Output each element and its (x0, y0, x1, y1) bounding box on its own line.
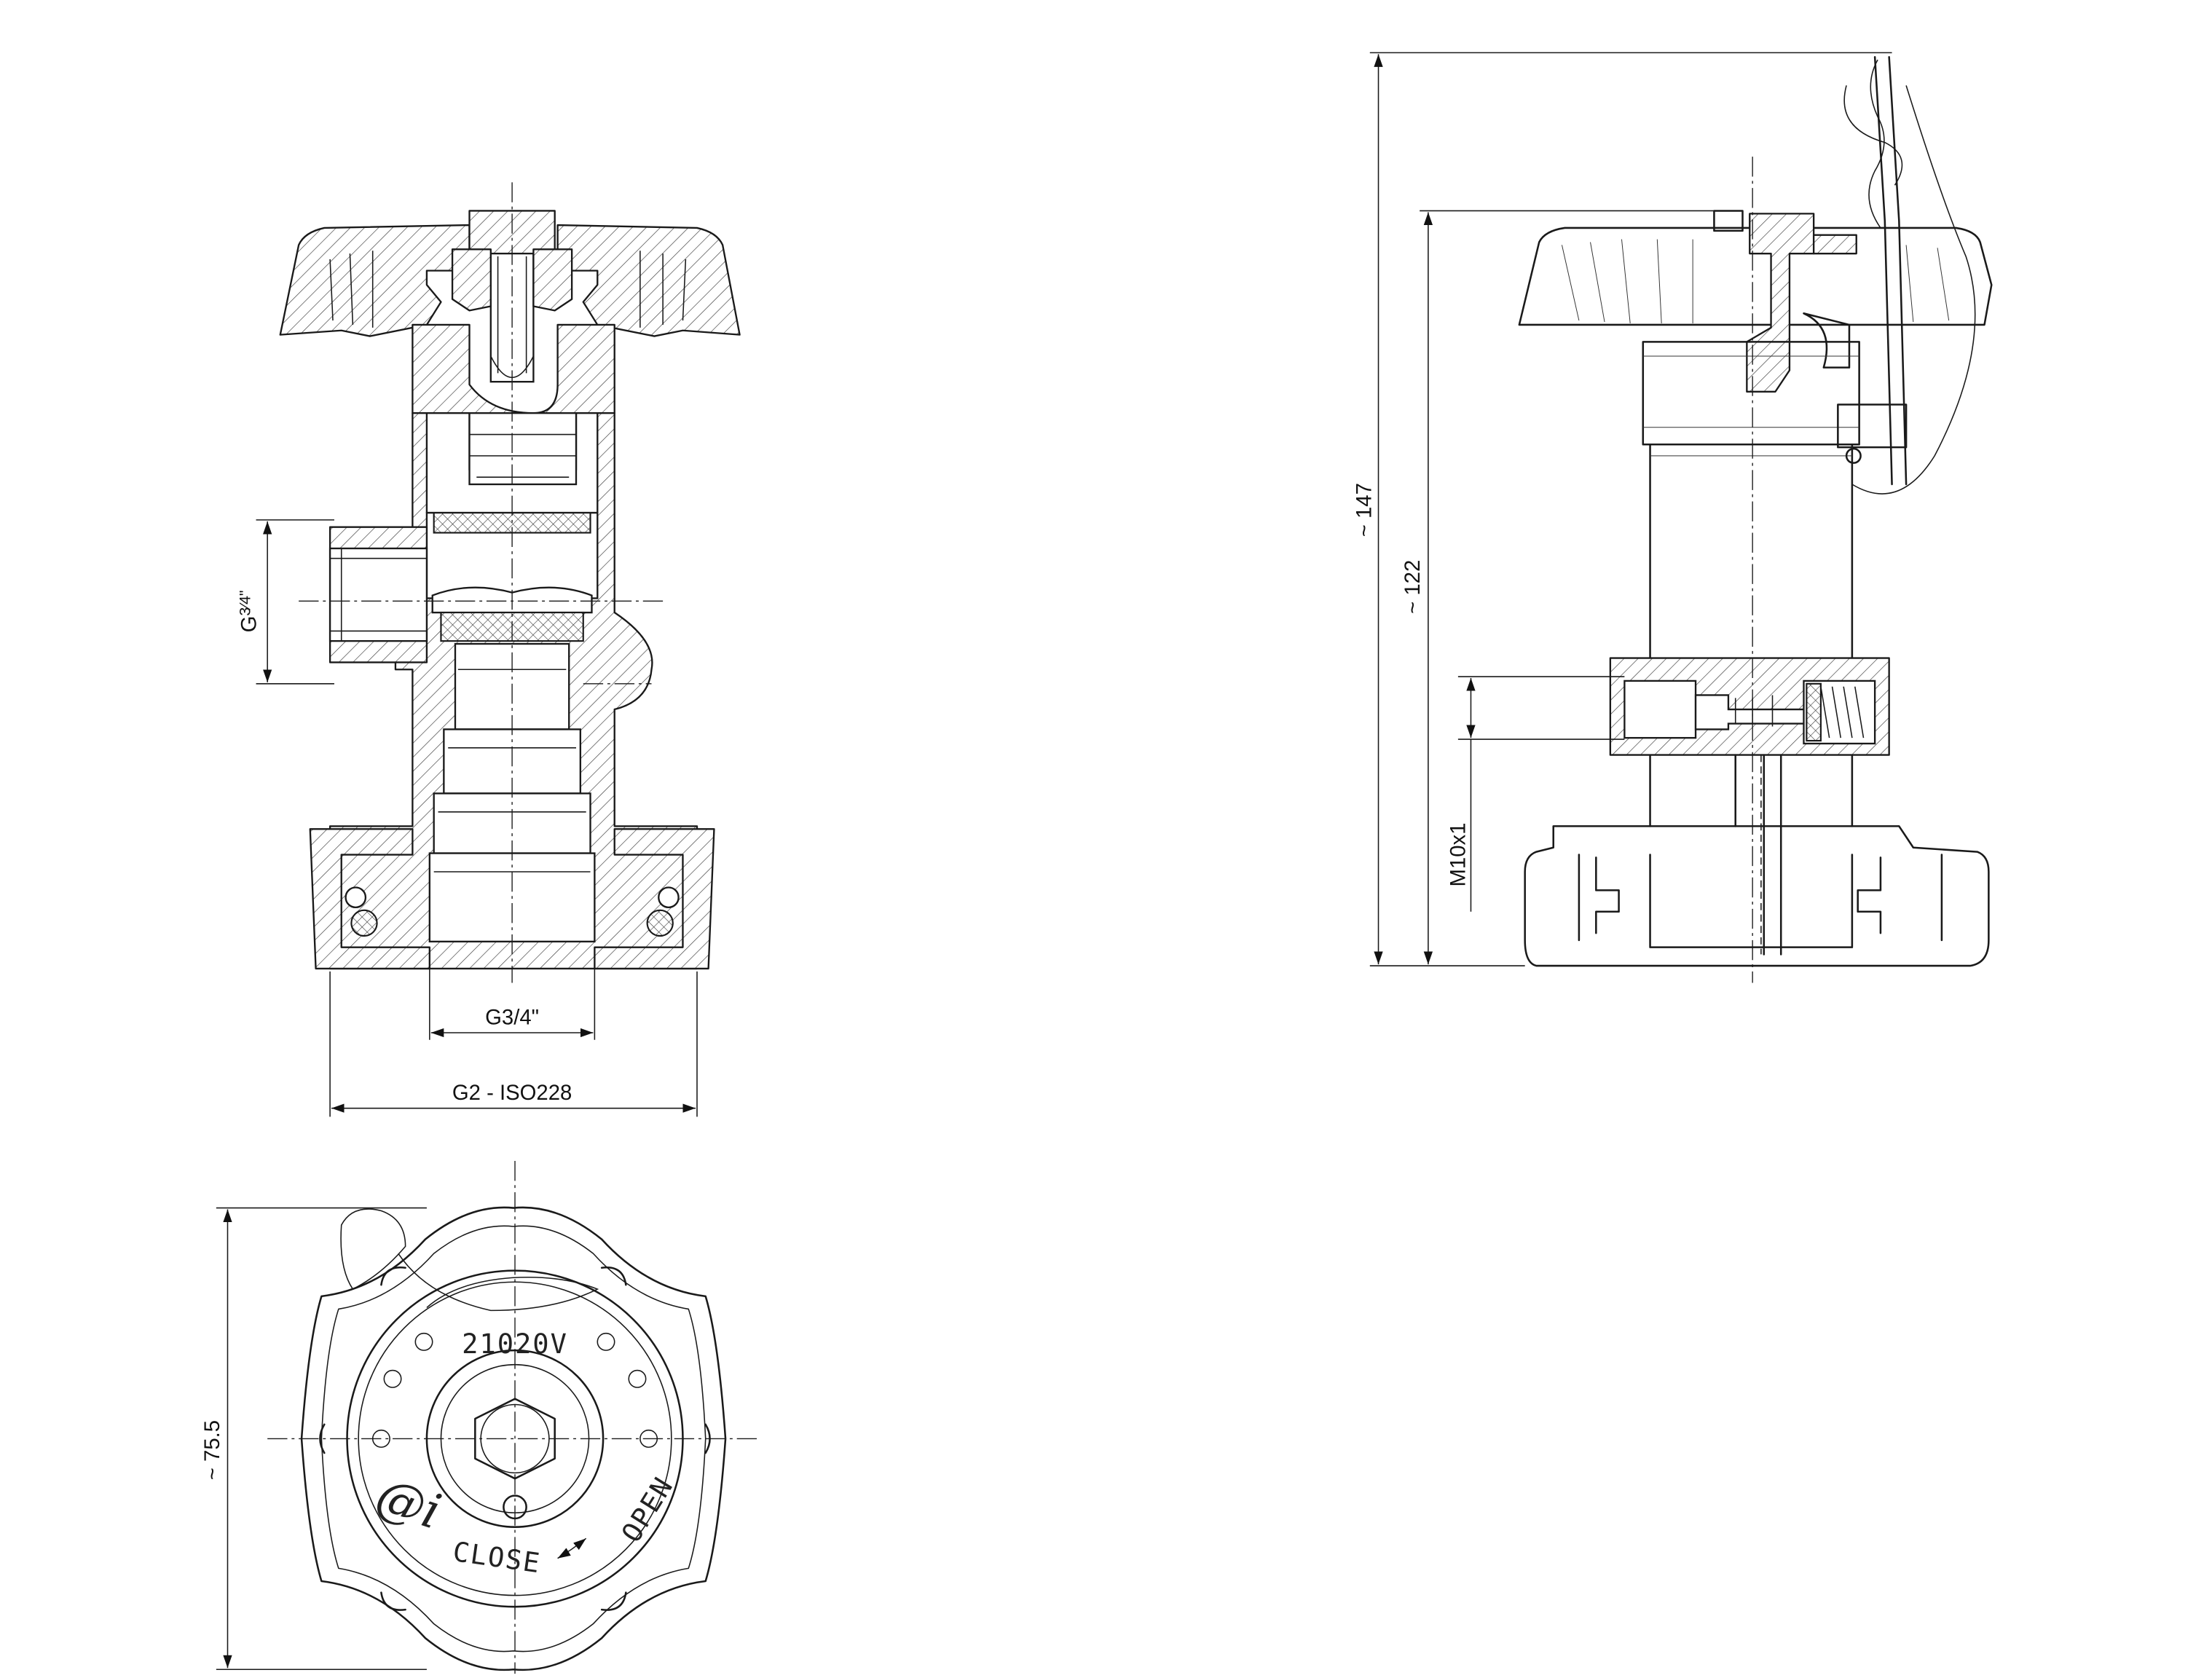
open-marking: OPEN (615, 1471, 680, 1548)
connection-nut (309, 828, 430, 970)
handwheel-side (1518, 227, 1993, 326)
handwheel-section (279, 224, 471, 337)
section-view: G3⁄4" G3/4" G2 - ISO228 (237, 182, 741, 1117)
rating-marking: 21020V (462, 1328, 568, 1360)
test-port-thread-label: M10x1 (1447, 823, 1471, 887)
connection-nut-side (1524, 825, 1990, 967)
direction-arrow-icon (557, 1537, 587, 1559)
svg-text:G3⁄4": G3⁄4" (237, 590, 261, 632)
handwheel-top-outline (300, 1206, 727, 1671)
bottom-port-thread-label: G3/4" (485, 1005, 539, 1029)
side-port-fraction-label: 3⁄4" (237, 590, 254, 615)
side-view: ~ 147 ~ 122 M10x1 (1353, 52, 1993, 983)
side-port-thread-label: G (237, 616, 261, 633)
connection-thread-label: G2 - ISO228 (452, 1081, 572, 1105)
top-view: 21020V @i CLOSE OPEN ~ 75.5 (200, 1161, 761, 1674)
close-marking: CLOSE (451, 1536, 543, 1580)
handwheel-diameter-label: ~ 75.5 (200, 1420, 224, 1480)
total-height-label: ~ 147 (1353, 483, 1377, 537)
body-height-label: ~ 122 (1401, 560, 1425, 614)
